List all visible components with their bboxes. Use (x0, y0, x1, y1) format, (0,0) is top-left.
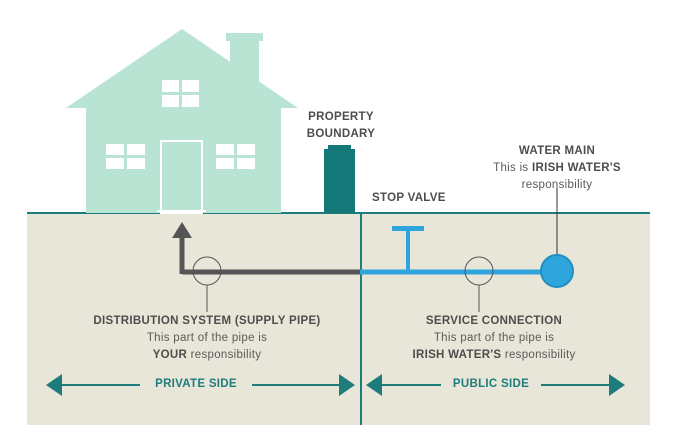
service-label: SERVICE CONNECTION This part of the pipe… (392, 313, 596, 364)
public-side-arrow (366, 374, 625, 396)
supply-pipe-arrow (172, 222, 192, 238)
water-main-line2-bold: IRISH WATER'S (531, 162, 621, 174)
property-boundary-label: PROPERTY BOUNDARY (302, 109, 380, 143)
house-roof (66, 29, 298, 108)
distribution-label: DISTRIBUTION SYSTEM (SUPPLY PIPE) This p… (62, 313, 352, 364)
distribution-line3: YOUR responsibility (62, 347, 352, 364)
supply-pipe (172, 222, 362, 275)
house (66, 29, 298, 214)
water-main-line2-prefix: This is (493, 162, 532, 174)
public-side-label: PUBLIC SIDE (452, 378, 530, 390)
house-chimney-cap (226, 33, 263, 41)
distribution-title: DISTRIBUTION SYSTEM (SUPPLY PIPE) (93, 315, 321, 327)
private-side-label: PRIVATE SIDE (155, 378, 237, 390)
house-attic-window (162, 80, 199, 107)
service-title: SERVICE CONNECTION (425, 315, 563, 327)
service-line2: This part of the pipe is (433, 332, 555, 344)
property-boundary-post (324, 149, 355, 213)
ground (27, 213, 650, 425)
distribution-line2: This part of the pipe is (146, 332, 268, 344)
service-line3: IRISH WATER'S responsibility (392, 347, 596, 364)
distribution-line3-rest: responsibility (187, 349, 262, 361)
property-boundary-label-line1: PROPERTY (308, 111, 374, 123)
service-line3-bold: IRISH WATER'S (412, 349, 502, 361)
water-main (541, 255, 573, 287)
water-main-line2: This is IRISH WATER'S (480, 160, 634, 177)
house-door-outline (160, 140, 203, 214)
house-right-window (216, 144, 255, 169)
distribution-line3-bold: YOUR (152, 349, 188, 361)
service-pipe (360, 226, 556, 275)
private-side-arrow (46, 374, 355, 396)
property-boundary-label-line2: BOUNDARY (306, 128, 376, 140)
water-main-line3: responsibility (521, 179, 593, 191)
service-line3-rest: responsibility (501, 349, 576, 361)
house-left-window (106, 144, 145, 169)
stop-valve-handle (392, 226, 424, 231)
water-main-outline (540, 254, 574, 288)
water-main-title: WATER MAIN (518, 145, 596, 157)
water-main-label: WATER MAIN This is IRISH WATER'S respons… (480, 143, 634, 194)
stop-valve-label: STOP VALVE (372, 192, 446, 204)
property-boundary-post-top (328, 145, 351, 150)
